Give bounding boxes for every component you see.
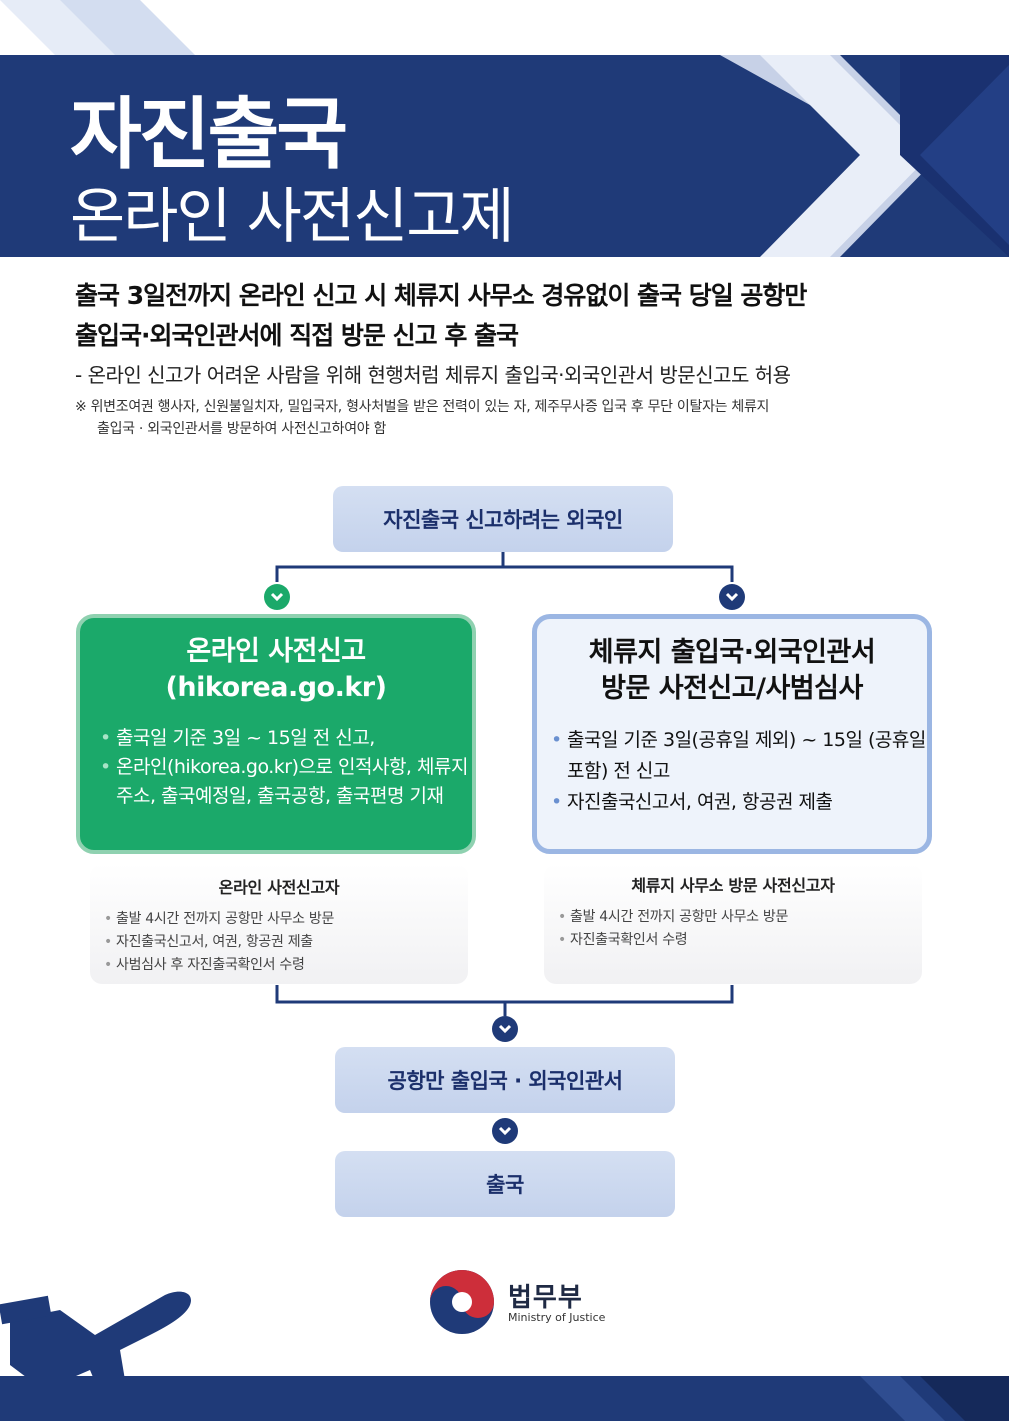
online-prereport-title-line-2: (hikorea.go.kr): [165, 672, 387, 703]
list-item: 출국일 기준 3일(공휴일 제외) ~ 15일 (공휴일 포함) 전 신고: [551, 725, 927, 787]
list-item: 자진출국확인서 수령: [558, 929, 922, 952]
page-subtitle: 온라인 사전신고제: [70, 182, 515, 252]
airplane-icon: [0, 1291, 191, 1421]
headline-line-2: 출입국·외국인관서에 직접 방문 신고 후 출국: [75, 321, 519, 350]
visit-prereport-title-line-1: 체류지 출입국·외국인관서: [588, 637, 876, 668]
port-office-label: 공항만 출입국 · 외국인관서: [387, 1069, 623, 1093]
visit-prereport-title-line-2: 방문 사전신고/사범심사: [601, 673, 863, 704]
header-top-stripes: [0, 0, 1009, 55]
departure-label: 출국: [486, 1173, 524, 1197]
note-exceptions-line-2: 출입국 · 외국인관서를 방문하여 사전신고하여야 함: [97, 421, 387, 437]
note-exceptions-line-1: ※ 위변조여권 행사자, 신원불일치자, 밀입국자, 형사처벌을 받은 전력이 …: [75, 399, 770, 415]
list-item: 온라인(hikorea.go.kr)으로 인적사항, 체류지 주소, 출국예정일…: [100, 753, 472, 811]
online-prereport-title: 온라인 사전신고 (hikorea.go.kr): [80, 634, 472, 706]
online-reporter-title: 온라인 사전신고자: [218, 878, 340, 897]
headline: 출국 3일전까지 온라인 신고 시 체류지 사무소 경유없이 출국 당일 공항만…: [75, 276, 955, 356]
note-exceptions: ※ 위변조여권 행사자, 신원불일치자, 밀입국자, 형사처벌을 받은 전력이 …: [75, 396, 955, 440]
flow-start-box: 자진출국 신고하려는 외국인: [333, 486, 673, 552]
visit-reporter-title: 체류지 사무소 방문 사전신고자: [631, 876, 835, 895]
flow-start-label: 자진출국 신고하려는 외국인: [383, 508, 623, 532]
chevron-down-icon: [492, 1118, 518, 1144]
list-item: 사범심사 후 자진출국확인서 수령: [104, 954, 468, 977]
visit-prereport-list: 출국일 기준 3일(공휴일 제외) ~ 15일 (공휴일 포함) 전 신고 자진…: [537, 725, 927, 818]
visit-prereport-title: 체류지 출입국·외국인관서 방문 사전신고/사범심사: [537, 635, 927, 707]
list-item: 출발 4시간 전까지 공항만 사무소 방문: [104, 908, 468, 931]
footer-decoration: [860, 1376, 1009, 1421]
port-office-box: 공항만 출입국 · 외국인관서: [335, 1047, 675, 1113]
list-item: 자진출국신고서, 여권, 항공권 제출: [104, 931, 468, 954]
list-item: 자진출국신고서, 여권, 항공권 제출: [551, 787, 927, 818]
ministry-emblem-icon: [430, 1270, 494, 1334]
footer-bar: [0, 1376, 1009, 1421]
visit-reporter-card: 체류지 사무소 방문 사전신고자 출발 4시간 전까지 공항만 사무소 방문 자…: [544, 864, 922, 984]
ministry-name-ko: 법무부: [508, 1283, 583, 1313]
chevron-down-icon: [719, 584, 745, 610]
chevron-down-icon: [492, 1016, 518, 1042]
list-item: 출국일 기준 3일 ~ 15일 전 신고,: [100, 724, 472, 753]
online-reporter-list: 출발 4시간 전까지 공항만 사무소 방문 자진출국신고서, 여권, 항공권 제…: [104, 908, 468, 977]
chevron-down-icon: [264, 584, 290, 610]
online-prereport-list: 출국일 기준 3일 ~ 15일 전 신고, 온라인(hikorea.go.kr)…: [80, 724, 472, 811]
online-reporter-card: 온라인 사전신고자 출발 4시간 전까지 공항만 사무소 방문 자진출국신고서,…: [90, 864, 468, 984]
headline-line-1: 출국 3일전까지 온라인 신고 시 체류지 사무소 경유없이 출국 당일 공항만: [75, 281, 807, 310]
visit-prereport-box: 체류지 출입국·외국인관서 방문 사전신고/사범심사 출국일 기준 3일(공휴일…: [532, 614, 932, 854]
ministry-name-en: Ministry of Justice: [508, 1311, 606, 1324]
note-visit-allowed: - 온라인 신고가 어려운 사람을 위해 현행처럼 체류지 출입국·외국인관서 …: [75, 363, 791, 387]
online-prereport-box: 온라인 사전신고 (hikorea.go.kr) 출국일 기준 3일 ~ 15일…: [76, 614, 476, 854]
visit-reporter-list: 출발 4시간 전까지 공항만 사무소 방문 자진출국확인서 수령: [558, 906, 922, 952]
list-item: 출발 4시간 전까지 공항만 사무소 방문: [558, 906, 922, 929]
header-decoration: [720, 55, 1009, 257]
departure-box: 출국: [335, 1151, 675, 1217]
online-prereport-title-line-1: 온라인 사전신고: [186, 636, 366, 667]
page-title: 자진출국: [70, 90, 348, 180]
